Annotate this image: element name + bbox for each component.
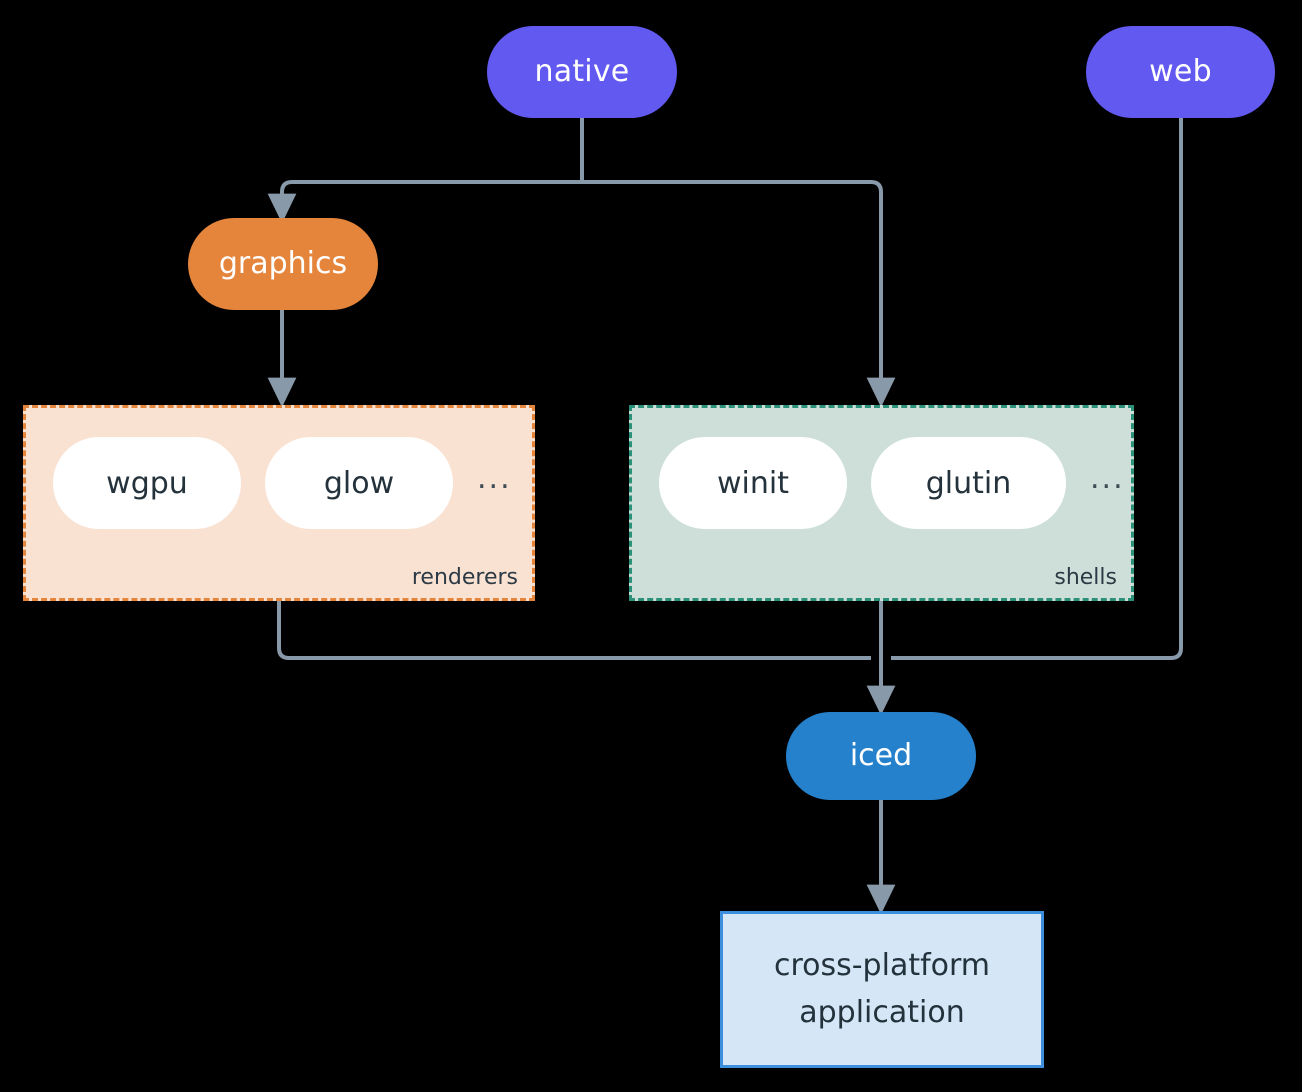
node-web[interactable]: web (1086, 26, 1275, 118)
node-application-label-line1: cross-platform (773, 948, 991, 983)
shells-overflow-ellipsis: ... (1090, 460, 1125, 496)
node-application-label-line2: application (799, 994, 965, 1030)
node-iced-label: iced (849, 738, 913, 774)
group-shells-label: shells (1054, 565, 1117, 590)
node-winit-label: winit (717, 465, 789, 501)
group-renderers-label: renderers (411, 565, 518, 590)
node-glutin[interactable]: glutin (871, 437, 1066, 529)
group-renderers-items: wgpu glow ... (53, 437, 512, 529)
group-shells-items: winit glutin ... (659, 437, 1125, 529)
group-shells: winit glutin ... shells (629, 405, 1134, 601)
edge-renderers-to-iced (277, 601, 871, 660)
renderers-overflow-ellipsis: ... (477, 460, 512, 496)
edge-native-to-graphics (267, 180, 582, 224)
node-web-label: web (1149, 54, 1212, 90)
node-wgpu[interactable]: wgpu (53, 437, 241, 529)
node-graphics-label: graphics (218, 246, 348, 282)
node-iced[interactable]: iced (786, 712, 976, 800)
group-renderers: wgpu glow ... renderers (23, 405, 535, 601)
node-graphics[interactable]: graphics (188, 218, 378, 310)
node-application[interactable]: cross-platform application (720, 911, 1044, 1068)
edge-native-to-shells (582, 180, 896, 408)
node-native[interactable]: native (487, 26, 677, 118)
node-wgpu-label: wgpu (106, 465, 188, 501)
node-glow[interactable]: glow (265, 437, 453, 529)
node-native-label: native (534, 54, 630, 90)
node-glutin-label: glutin (925, 465, 1012, 501)
node-winit[interactable]: winit (659, 437, 847, 529)
node-glow-label: glow (323, 465, 395, 501)
